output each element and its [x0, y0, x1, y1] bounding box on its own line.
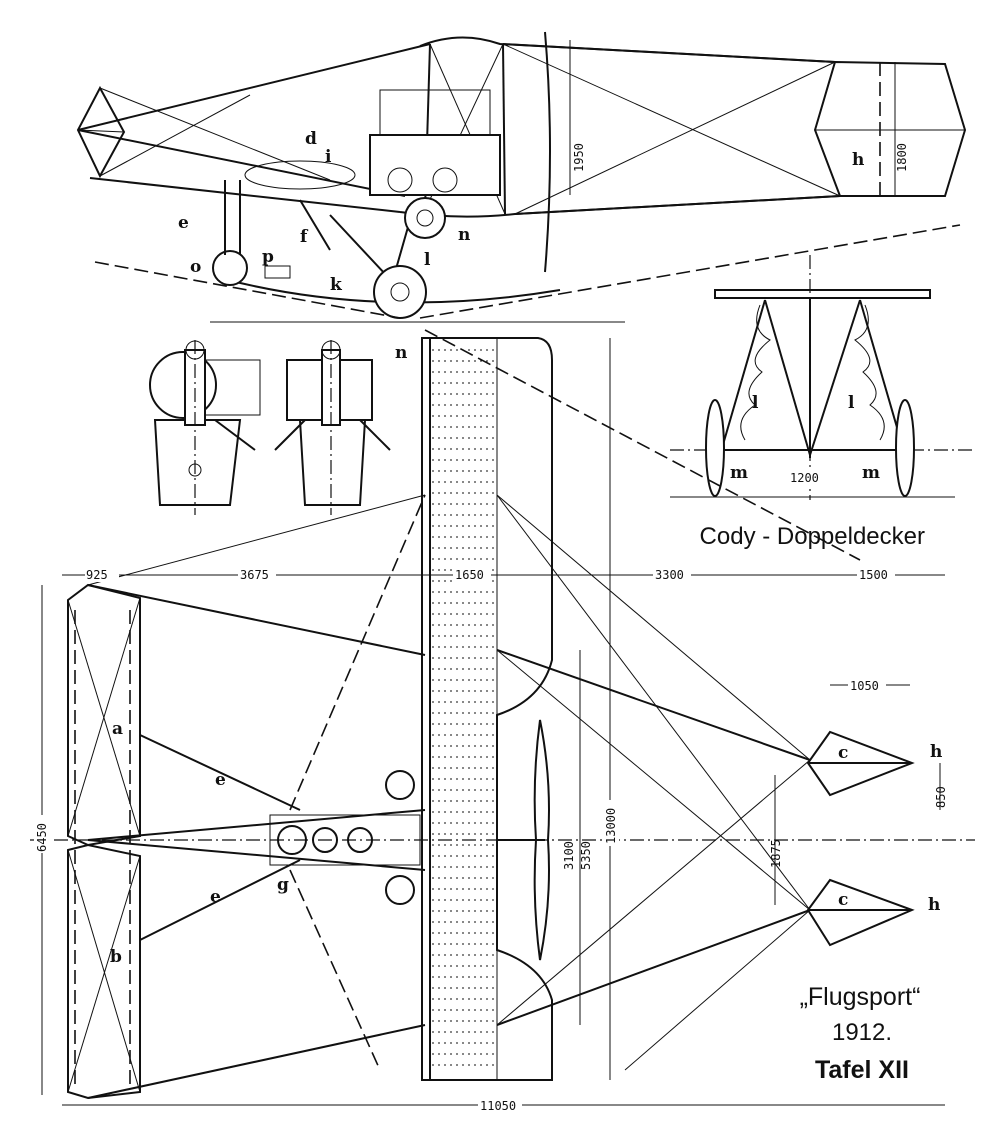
plan-rudder-c-lower [806, 878, 915, 947]
dim-5350: 5350 [579, 841, 593, 870]
plate-number: Tafel XII [815, 1056, 909, 1084]
front-spring-left [740, 304, 771, 441]
label-d: d [305, 129, 317, 149]
dim-3675: 3675 [240, 568, 269, 582]
plan-label-c-upper: c [838, 743, 848, 763]
front-lower-wing [714, 289, 931, 299]
plan-seat-1 [385, 770, 415, 800]
dim-11050: 11050 [480, 1099, 516, 1113]
plan-label-b: b [110, 947, 122, 967]
front-label-m-left: m [730, 463, 748, 483]
label-e: e [178, 213, 189, 233]
dim-1650: 1650 [455, 568, 484, 582]
label-k: k [330, 275, 343, 295]
front-wheel-right [895, 399, 915, 497]
dim-1950: 1950 [572, 143, 586, 172]
dim-1200: 1200 [790, 471, 819, 485]
plan-view: a b e e g c c h h n 925 3675 1650 3300 1… [30, 329, 975, 1113]
front-spring-right [854, 304, 885, 441]
side-tail [813, 60, 967, 197]
plan-label-n: n [395, 343, 407, 363]
plan-label-e-lower: e [210, 887, 221, 907]
side-upper-wing [419, 36, 836, 63]
label-i: i [325, 147, 332, 167]
plan-label-c-lower: c [838, 890, 848, 910]
front-label-m-right: m [862, 463, 880, 483]
label-f: f [300, 227, 309, 247]
dim-1500: 1500 [859, 568, 888, 582]
dim-13000: 13000 [604, 808, 618, 844]
plan-boom-lower [87, 1024, 426, 1099]
dim-1050: 1050 [850, 679, 879, 693]
front-wheel-left [705, 399, 725, 497]
dim-3100: 3100 [562, 841, 576, 870]
plan-label-h-lower: h [928, 895, 940, 915]
label-h: h [852, 150, 864, 170]
plan-label-h-upper: h [930, 742, 942, 762]
plan-label-g: g [277, 875, 289, 895]
label-n: n [458, 225, 470, 245]
label-o: o [190, 257, 201, 277]
side-wheel-tail [212, 250, 248, 286]
dim-6450: 6450 [35, 823, 49, 852]
dim-850: 850 [934, 786, 948, 808]
side-wheel-main [373, 265, 427, 319]
label-p: p [262, 247, 274, 267]
dim-1875: 1875 [769, 839, 783, 868]
front-label-l-left: l [752, 393, 759, 413]
plan-main-wing [421, 337, 553, 1081]
dim-3300: 3300 [655, 568, 684, 582]
detail-left-base [153, 419, 242, 506]
dim-1800: 1800 [895, 143, 909, 172]
plan-boom-upper [87, 584, 426, 656]
front-label-l-right: l [848, 393, 855, 413]
label-l: l [424, 250, 431, 270]
source-journal: „Flugsport“ [800, 983, 921, 1011]
dim-925: 925 [86, 568, 108, 582]
wing-section-details [149, 321, 625, 515]
drawing-title: Cody - Doppeldecker [700, 523, 925, 550]
detail-right-base [298, 419, 367, 506]
side-wheel-front [404, 197, 446, 239]
side-propeller [544, 31, 551, 273]
plan-label-a: a [112, 719, 123, 739]
front-view: l l m m 1200 [670, 255, 975, 500]
plan-label-e-upper: e [215, 770, 226, 790]
side-upper-boom [77, 43, 431, 131]
side-view: d i e f o p k l n h 1950 1800 [76, 31, 967, 319]
source-year: 1912. [832, 1019, 892, 1046]
